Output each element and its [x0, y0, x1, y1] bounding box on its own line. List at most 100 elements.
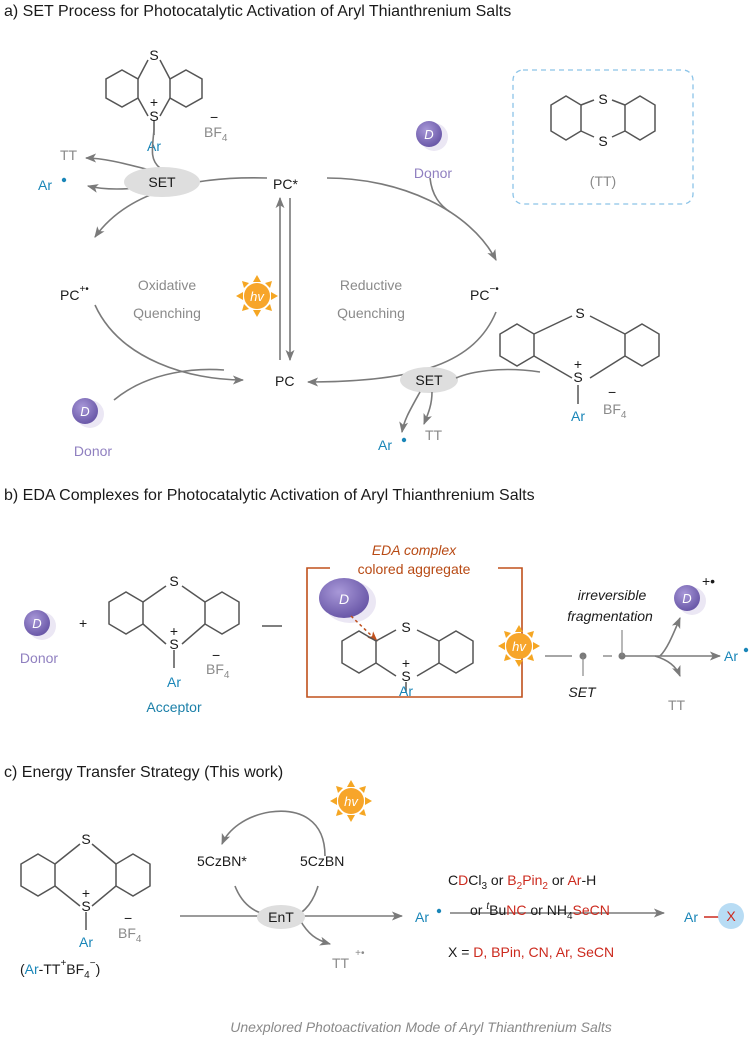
- plus-charge: +: [150, 94, 158, 110]
- minus-charge: −: [124, 910, 132, 926]
- reagents-line-2: or tBuNC or NH4SeCN: [470, 901, 610, 922]
- aryl-label: Ar: [399, 683, 413, 699]
- svg-text:D: D: [80, 404, 89, 419]
- panel-a-title: a) SET Process for Photocatalytic Activa…: [4, 3, 511, 20]
- aryl-radical-label: Ar: [378, 437, 392, 453]
- fragmentation-label: fragmentation: [567, 608, 653, 624]
- arrow-tt-release: [299, 919, 332, 946]
- donor-label: Donor: [20, 650, 58, 666]
- thianthrenium-in-complex: S S + Ar: [341, 619, 474, 699]
- radical-dot: [436, 908, 442, 914]
- aryl-label: Ar: [147, 138, 161, 154]
- bottom-caption: Unexplored Photoactivation Mode of Aryl …: [230, 1019, 612, 1035]
- pc-radical-cation-label: PC+•: [60, 284, 89, 303]
- thianthrenium-structure-a2: S S + Ar − BF4: [499, 305, 660, 424]
- sulfur-label: S: [575, 305, 584, 321]
- czbn-star-label: 5CzBN*: [197, 853, 247, 869]
- sulfonium-label: S: [149, 108, 158, 124]
- thianthrenium-structure-c: S S + Ar − BF4: [20, 831, 151, 950]
- radical-dot: [743, 647, 749, 653]
- donor-label: Donor: [414, 165, 452, 181]
- sulfur-label: S: [169, 573, 178, 589]
- plus-charge: +: [170, 623, 178, 639]
- light-icon: hv: [236, 275, 278, 317]
- set-ellipse: [124, 167, 200, 197]
- donor-join-lower: [113, 368, 225, 401]
- thianthrenium-structure-a1: S S + Ar − BF4: [105, 47, 228, 154]
- sulfonium-label: S: [401, 668, 410, 684]
- thianthrene-structure: S S: [550, 91, 656, 149]
- reductive-label-line1: Reductive: [340, 277, 402, 293]
- donor-radical-cation-icon: D: [674, 585, 706, 615]
- eda-complex-label: EDA complex: [372, 542, 457, 558]
- donor-icon: D: [72, 398, 104, 428]
- sulfonium-label: S: [573, 369, 582, 385]
- aryl-label: Ar: [167, 674, 181, 690]
- arrow-salt-in: [455, 368, 541, 379]
- arrow-pcrad-anion-to-pc: [306, 311, 497, 387]
- tt-byproduct: TT: [425, 427, 443, 443]
- tt-byproduct: TT: [668, 697, 686, 713]
- light-icon: hv: [498, 625, 540, 667]
- donor-icon: D: [319, 578, 376, 623]
- tt-caption: (TT): [590, 173, 616, 189]
- sulfur-label: S: [598, 133, 607, 149]
- czbn-label: 5CzBN: [300, 853, 344, 869]
- set-label: SET: [568, 684, 597, 700]
- pc-label: PC: [275, 373, 294, 389]
- sulfonium-label: S: [169, 636, 178, 652]
- tt-byproduct: TT: [60, 147, 78, 163]
- arrow-tt-release: [654, 655, 681, 678]
- minus-charge: −: [210, 109, 218, 125]
- bf4-label: BF4: [206, 661, 230, 681]
- product-x-label: X: [726, 908, 736, 924]
- sulfur-label: S: [81, 831, 90, 847]
- light-icon: hv: [330, 780, 372, 822]
- radical-dot: [61, 177, 67, 183]
- ent-label: EnT: [268, 909, 294, 925]
- set-ellipse: [400, 367, 458, 393]
- charge-transfer-arrow: [350, 615, 378, 642]
- bf4-label: BF4: [603, 401, 627, 421]
- donor-label: Donor: [74, 443, 112, 459]
- arrow-excitation-cycle: [221, 810, 326, 857]
- svg-text:D: D: [682, 591, 691, 606]
- plus-charge: +: [402, 655, 410, 671]
- pc-radical-anion-label: PC−•: [470, 284, 499, 303]
- product-x-highlight: [718, 903, 744, 929]
- sulfonium-label: S: [81, 898, 90, 914]
- donor-icon: D: [24, 610, 56, 640]
- arrow-salt-in: [151, 129, 161, 169]
- svg-text:D: D: [339, 591, 349, 607]
- set-label: SET: [148, 174, 176, 190]
- svg-text:hv: hv: [512, 639, 527, 654]
- aryl-radical-label: Ar: [415, 909, 429, 925]
- product-aryl-label: Ar: [684, 909, 698, 925]
- acceptor-label: Acceptor: [146, 699, 202, 715]
- plus-charge: +: [574, 356, 582, 372]
- plus-sign: +: [79, 615, 87, 631]
- sulfur-label: S: [598, 91, 607, 107]
- aryl-radical-label: Ar: [38, 177, 52, 193]
- aryl-label: Ar: [571, 408, 585, 424]
- reagents-line-1: CDCl3 or B2Pin2 or Ar-H: [448, 872, 596, 892]
- aryl-label: Ar: [79, 934, 93, 950]
- svg-text:D: D: [424, 127, 433, 142]
- panel-b-title: b) EDA Complexes for Photocatalytic Acti…: [4, 487, 535, 504]
- aryl-radical-label: Ar: [724, 648, 738, 664]
- svg-text:D: D: [32, 616, 41, 631]
- ent-ellipse: [257, 905, 305, 929]
- irreversible-label: irreversible: [578, 587, 647, 603]
- panel-c-title: c) Energy Transfer Strategy (This work): [4, 764, 283, 781]
- sulfur-label: S: [149, 47, 158, 63]
- plus-charge: +: [82, 885, 90, 901]
- x-definition-line: X = D, BPin, CN, Ar, SeCN: [448, 944, 614, 960]
- arrow-tt-release: [423, 391, 433, 426]
- pc-star-label: PC*: [273, 176, 298, 192]
- tt-radical-cation-label: TT+•: [332, 948, 365, 971]
- oxidative-label-line2: Quenching: [133, 305, 201, 321]
- arrow-tt-release: [84, 153, 151, 171]
- minus-charge: −: [212, 647, 220, 663]
- svg-text:hv: hv: [250, 289, 265, 304]
- bf4-label: BF4: [118, 925, 142, 945]
